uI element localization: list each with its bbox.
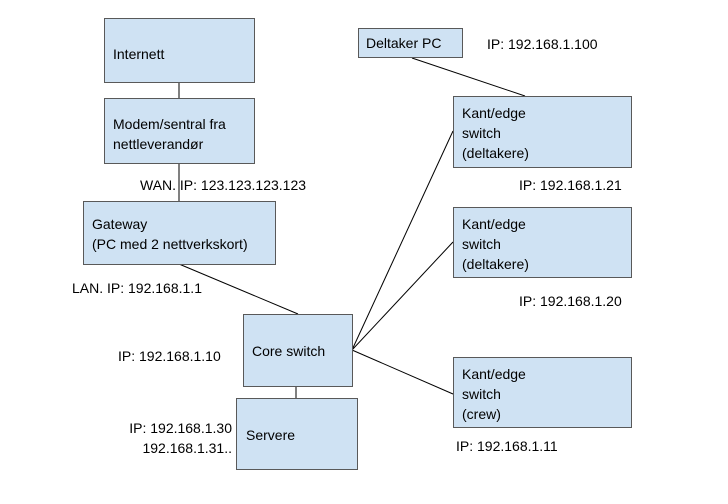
node-edge-switch-1: Kant/edge switch (deltakere) [453, 96, 632, 168]
edge-gateway-core [178, 263, 299, 315]
label-edge3-ip: IP: 192.168.1.11 [456, 438, 558, 454]
label-deltaker-pc-ip: IP: 192.168.1.100 [487, 36, 598, 52]
label-edge1-ip: IP: 192.168.1.21 [519, 177, 622, 193]
label-core-ip: IP: 192.168.1.10 [118, 348, 221, 364]
node-edge-switch-2: Kant/edge switch (deltakere) [453, 207, 632, 278]
edge-deltakerpc-edge1 [411, 57, 526, 97]
node-core-switch: Core switch [243, 314, 353, 387]
label-lan-ip: LAN. IP: 192.168.1.1 [72, 280, 202, 296]
label-edge2-ip: IP: 192.168.1.20 [519, 293, 622, 309]
node-modem: Modem/sentral fra nettleverandør [104, 98, 255, 164]
node-gateway: Gateway (PC med 2 nettverkskort) [83, 201, 276, 265]
edge-core-edge3 [351, 349, 454, 395]
edge-core-edge2 [351, 241, 454, 351]
label-servere-ip: IP: 192.168.1.30 192.168.1.31.. [129, 420, 232, 456]
node-edge-switch-3: Kant/edge switch (crew) [453, 357, 632, 428]
edge-core-edge1 [351, 130, 454, 351]
node-internett: Internett [104, 18, 255, 83]
label-wan-ip: WAN. IP: 123.123.123.123 [140, 177, 307, 193]
node-deltaker-pc: Deltaker PC [358, 28, 463, 58]
node-servere: Servere [236, 398, 358, 470]
